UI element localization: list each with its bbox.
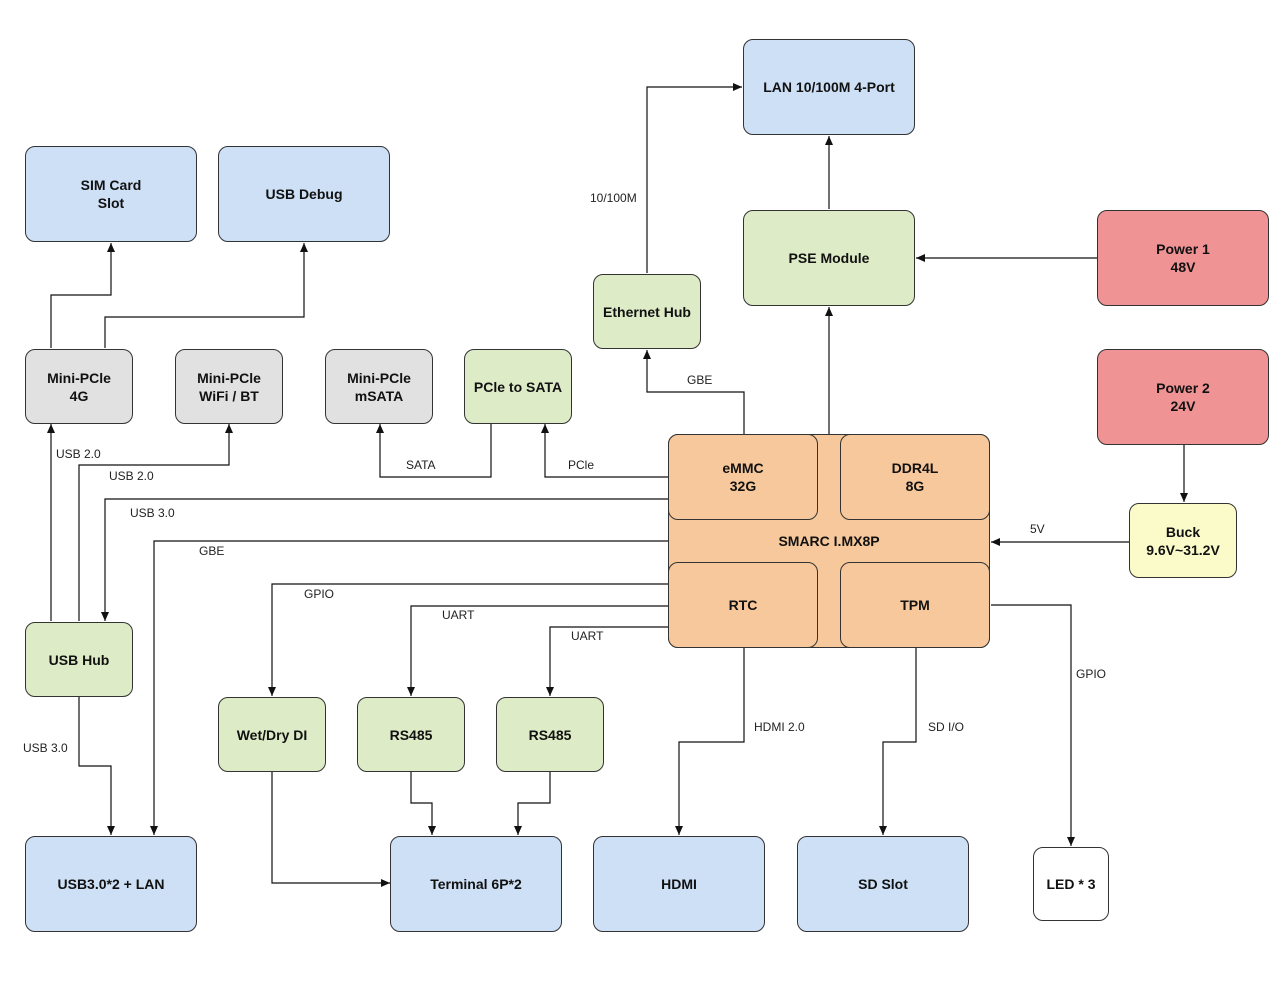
terminal-box: Terminal 6P*2 [390, 836, 562, 932]
tpm-box: TPM [840, 562, 990, 648]
ethernet-hub-box: Ethernet Hub [593, 274, 701, 349]
label-sd-io: SD I/O [928, 720, 965, 734]
label-gpio-di: GPIO [304, 587, 335, 601]
edge-smarc-hdmi [675, 648, 745, 835]
edge-smarc-led [991, 604, 1075, 846]
label-10-100m: 10/100M [590, 191, 637, 205]
edge-smarc-rs485b [546, 626, 668, 696]
pse-module-box: PSE Module [743, 210, 915, 306]
edge-usbhub-wifi [78, 424, 233, 621]
label-usb20-wifi: USB 2.0 [109, 469, 154, 483]
edge-di-terminal [271, 772, 390, 887]
emmc-box: eMMC 32G [668, 434, 818, 520]
label-gbe-lan: GBE [199, 544, 225, 558]
usb-debug-box: USB Debug [218, 146, 390, 242]
rs485-b-box: RS485 [496, 697, 604, 772]
lan-port-box: LAN 10/100M 4-Port [743, 39, 915, 135]
led-box: LED * 3 [1033, 847, 1109, 921]
rs485-a-box: RS485 [357, 697, 465, 772]
label-pcie: PCle [568, 458, 595, 472]
ddr4l-box: DDR4L 8G [840, 434, 990, 520]
usb-hub-box: USB Hub [25, 622, 133, 697]
smarc-label: SMARC I.MX8P [778, 533, 880, 549]
edge-rs485b-terminal [514, 772, 551, 835]
buck-box: Buck 9.6V~31.2V [1129, 503, 1237, 578]
edge-pcie2sata-msata [376, 424, 492, 478]
sim-card-slot-box: SIM Card Slot [25, 146, 197, 242]
edge-smarc-sd [879, 648, 917, 835]
edge-smarc-pcie2sata [541, 424, 668, 478]
label-usb30-hub: USB 3.0 [130, 506, 175, 520]
edge-smarc-ethhub [643, 350, 745, 434]
label-hdmi20: HDMI 2.0 [754, 720, 805, 734]
edge-4g-sim [50, 243, 115, 348]
pcie-to-sata-box: PCle to SATA [464, 349, 572, 424]
mini-pcie-wifi-box: Mini-PCle WiFi / BT [175, 349, 283, 424]
sd-slot-box: SD Slot [797, 836, 969, 932]
hdmi-box: HDMI [593, 836, 765, 932]
edge-smarc-di [268, 583, 668, 696]
label-gbe-ethernet: GBE [687, 373, 713, 387]
label-usb30-out: USB 3.0 [23, 741, 68, 755]
label-sata: SATA [406, 458, 436, 472]
mini-pcie-4g-box: Mini-PCle 4G [25, 349, 133, 424]
edge-usbhub-usblan [78, 697, 115, 835]
edge-smarc-usbhub [101, 498, 668, 621]
label-gpio-led: GPIO [1076, 667, 1107, 681]
edge-ethhub-lan [646, 83, 742, 273]
edge-smarc-usblan [150, 540, 668, 835]
wet-dry-di-box: Wet/Dry DI [218, 697, 326, 772]
edge-rs485a-terminal [410, 772, 436, 835]
edge-4g-usbdebug [104, 243, 308, 348]
label-uart-b: UART [571, 629, 604, 643]
power1-box: Power 1 48V [1097, 210, 1269, 306]
mini-pcie-msata-box: Mini-PCle mSATA [325, 349, 433, 424]
label-usb20-4g: USB 2.0 [56, 447, 101, 461]
label-5v: 5V [1030, 522, 1045, 536]
label-uart-a: UART [442, 608, 475, 622]
edge-smarc-rs485a [407, 605, 668, 696]
power2-box: Power 2 24V [1097, 349, 1269, 445]
usb30-lan-box: USB3.0*2 + LAN [25, 836, 197, 932]
rtc-box: RTC [668, 562, 818, 648]
